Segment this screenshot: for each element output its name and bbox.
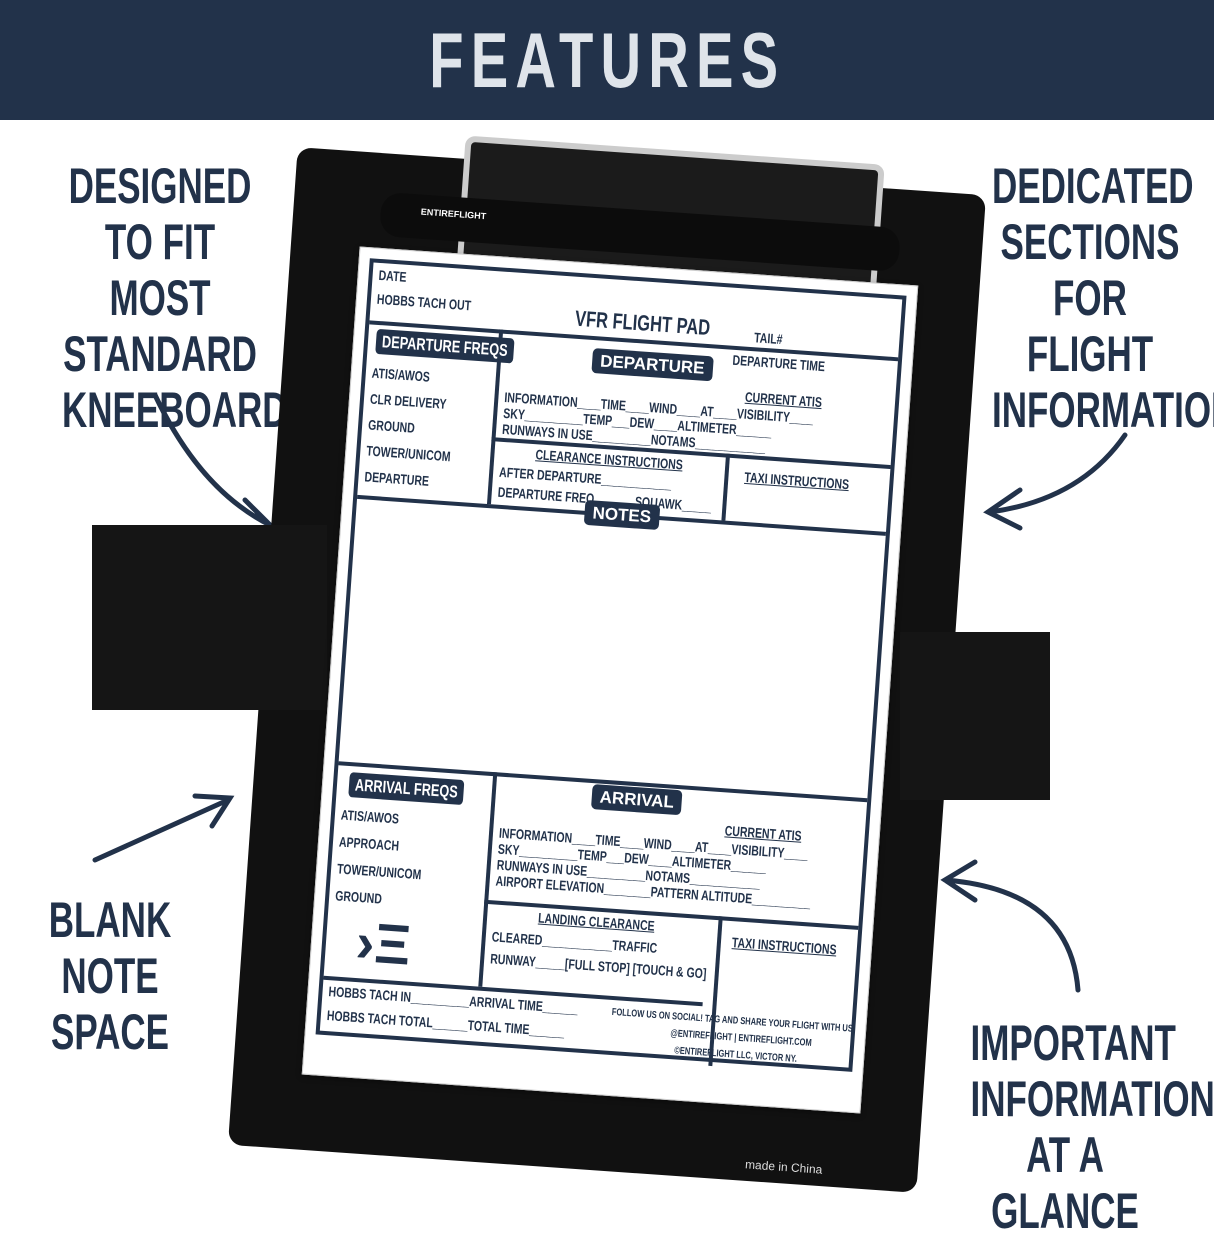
arrow-icon [152,392,278,537]
freq-label: ATIS/AWOS [340,806,400,827]
right-strap [900,632,1050,800]
freq-label: TOWER/UNICOM [336,860,422,883]
vfr-flight-pad[interactable]: DATE HOBBS TACH OUT VFR FLIGHT PAD TAIL#… [301,246,919,1114]
departure-tag: DEPARTURE [591,348,714,382]
header-banner: FEATURES [0,0,1214,120]
departure-freqs-tag: DEPARTURE FREQS [375,328,515,364]
page-title: FEATURES [428,15,786,104]
hobbs-out-field: HOBBS TACH OUT [376,290,472,314]
freq-label: APPROACH [338,833,400,854]
copyright-text: ©ENTIREFLIGHT LLC, VICTOR NY. [673,1045,798,1065]
notes-tag: NOTES [583,499,660,530]
arrow-icon [983,432,1128,531]
callout-note-space: BLANK NOTE SPACE [48,892,172,1060]
freq-label: TOWER/UNICOM [365,442,452,465]
freq-label: CLR DELIVERY [369,390,448,412]
freq-label: DEPARTURE [364,468,430,489]
landing-row: RUNWAY_____[FULL STOP] [TOUCH & GO] [489,950,707,982]
freq-label: ATIS/AWOS [371,364,431,385]
tail-field: TAIL# [753,329,784,348]
taxi-heading: TAXI INSTRUCTIONS [743,468,850,493]
freq-label: GROUND [367,416,416,436]
arrival-freqs-tag: ARRIVAL FREQS [348,772,465,806]
entireflight-logo-icon: ›Ξ [353,910,413,977]
pad-title: VFR FLIGHT PAD [574,305,712,341]
taxi-heading: TAXI INSTRUCTIONS [731,934,838,958]
arrival-tag: ARRIVAL [590,784,683,816]
left-strap [92,525,327,710]
callout-sections: DEDICATED SECTIONS FOR FLIGHT INFORMATIO… [992,158,1214,438]
date-field: DATE [378,266,407,285]
arrow-icon [92,793,235,863]
arrows [92,392,1128,993]
freq-label: GROUND [334,887,383,907]
pen-brand: ENTIREFLIGHT [420,206,487,222]
arrow-icon [940,859,1081,993]
